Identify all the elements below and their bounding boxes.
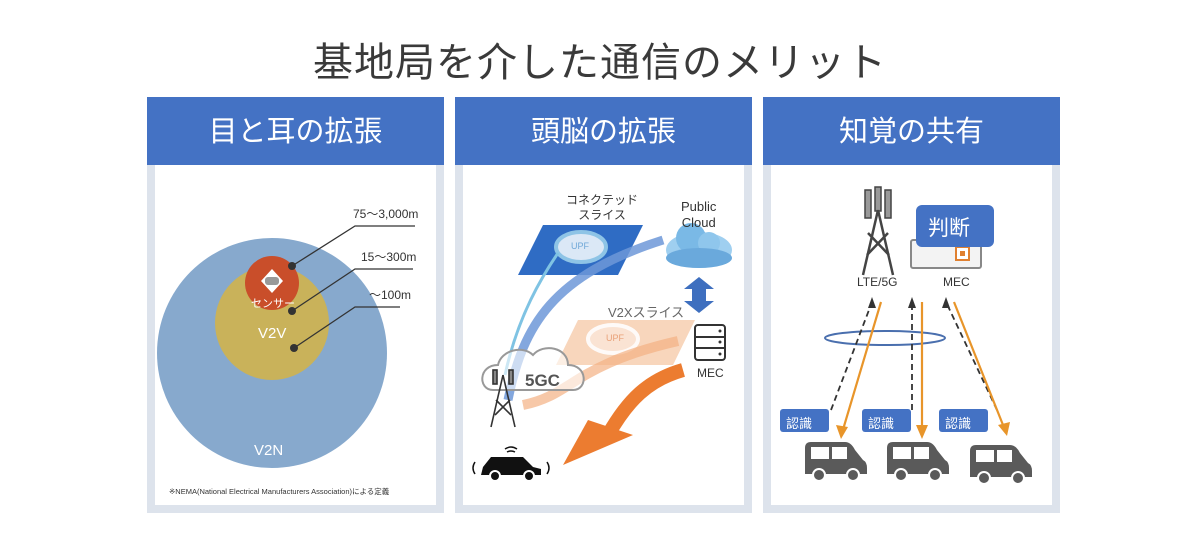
connected-car-icon: [472, 446, 550, 482]
panel-header: 頭脳の拡張: [455, 97, 752, 165]
v2x-slice-label: V2Xスライス: [608, 305, 685, 320]
range-label-v2n: 75～3,000m: [353, 207, 419, 221]
connected-slice-label: コネクテッド スライス: [566, 193, 639, 222]
tower-label: LTE/5G: [857, 275, 898, 289]
decision-label: 判断: [928, 217, 970, 240]
public-cloud-icon: [666, 223, 732, 268]
uplink-arrow-right: [945, 301, 998, 411]
downlink-arrow-left: [840, 301, 883, 434]
panel-body: 判断 LTE/5G MEC 認識 認識 認識: [771, 165, 1052, 505]
recognition-badge: [862, 409, 911, 432]
v2v-label: V2V: [258, 325, 287, 342]
panel-eyes-ears: 目と耳の拡張 75～3,000m 15～300m ～100m センサー V2V …: [147, 97, 444, 513]
updown-arrow-icon: [684, 277, 714, 313]
lte-5g-tower-icon: [861, 186, 895, 276]
leader-line-v2n: [291, 225, 415, 267]
downlink-arrow-right: [952, 301, 1007, 431]
upf-top-node: [554, 230, 608, 264]
mec-label: MEC: [943, 275, 970, 289]
5gc-cloud-icon: [481, 347, 585, 391]
recognition-badge: [780, 409, 829, 432]
recognition-label: 認識: [868, 416, 895, 431]
panel-perception-sharing: 知覚の共有: [763, 97, 1060, 513]
panel-body: 75～3,000m 15～300m ～100m センサー V2V V2N ※NE…: [155, 165, 436, 505]
public-cloud-label: Public Cloud: [681, 199, 717, 230]
leader-line-sensor: [293, 306, 400, 349]
recognition-label: 認識: [945, 416, 972, 431]
panel-header: 目と耳の拡張: [147, 97, 444, 165]
v2v-zone: [215, 266, 329, 380]
mec-server-icon: [694, 324, 726, 361]
upf-bottom-label: UPF: [606, 333, 624, 343]
recognition-badge: [939, 409, 988, 432]
panel-body: コネクテッド スライス Public Cloud UPF V2Xスライス UPF…: [463, 165, 744, 505]
panel-brain: 頭脳の拡張: [455, 97, 752, 513]
van-icon: [805, 442, 867, 482]
upf-bottom-node: [586, 323, 640, 355]
page-title: 基地局を介した通信のメリット: [313, 40, 887, 86]
5gc-label: 5GC: [525, 371, 560, 390]
range-diagram: [157, 225, 415, 468]
slice-diagram: [472, 223, 732, 482]
panel-header: 知覚の共有: [763, 97, 1060, 165]
mec-to-car-arrowhead: [563, 420, 633, 465]
upf-top-label: UPF: [571, 241, 589, 251]
footnote: ※NEMA(National Electrical Manufacturers …: [169, 487, 390, 496]
van-icon: [970, 445, 1032, 485]
sensor-label: センサー: [251, 298, 295, 310]
shared-ring: [824, 330, 946, 346]
sharing-diagram: [780, 186, 1032, 485]
range-label-sensor: ～100m: [369, 288, 412, 302]
v2n-label: V2N: [254, 442, 284, 459]
decision-bubble: [916, 205, 994, 247]
van-icon: [887, 442, 949, 482]
recognition-label: 認識: [786, 416, 813, 431]
mec-label: MEC: [697, 366, 724, 380]
range-label-v2v: 15～300m: [361, 250, 417, 264]
mec-to-car-arrow-shaft: [601, 363, 686, 439]
leader-line-v2v: [291, 268, 413, 312]
car-sensor-icon: [261, 269, 283, 293]
base-station-tower-icon: [490, 369, 516, 428]
